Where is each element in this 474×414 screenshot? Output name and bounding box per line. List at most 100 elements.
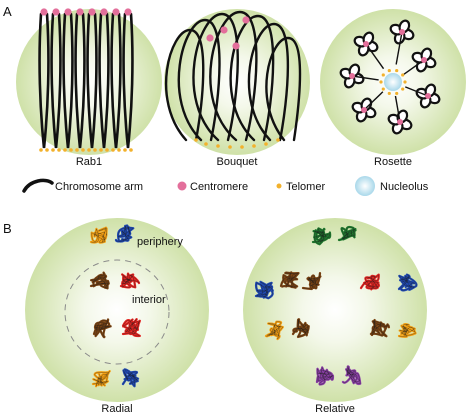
relative-nucleus <box>243 218 427 402</box>
centromere <box>363 41 369 47</box>
telomere <box>99 148 103 152</box>
orange-territory <box>264 320 284 341</box>
chromosome-stalk <box>394 95 401 123</box>
telomere <box>105 148 109 152</box>
chromatin-outline <box>280 272 300 288</box>
centromere <box>206 34 214 42</box>
chromatin-outline <box>292 319 309 338</box>
telomere <box>117 148 121 152</box>
telomere <box>39 148 43 152</box>
rosette-nucleus <box>320 9 466 155</box>
bouquet-label: Bouquet <box>217 156 258 168</box>
chromosome-arm <box>62 12 74 149</box>
rosette-chromosomes <box>339 19 441 135</box>
red-territory <box>119 272 141 289</box>
chromosome-arm <box>98 12 110 149</box>
chromosome-flower <box>389 19 415 65</box>
blue-territory <box>114 224 135 243</box>
chromosome-stalk <box>404 86 429 97</box>
chromatin-outline <box>92 370 110 387</box>
telomere <box>240 145 244 149</box>
radial-chromosomes <box>89 224 141 388</box>
chromosome-arm <box>177 18 221 142</box>
chromosome-stalk <box>351 75 379 81</box>
telomere <box>401 73 405 77</box>
nucleolus-icon <box>355 176 375 196</box>
chromatin-outline <box>122 369 139 387</box>
chromosome-flower <box>404 83 441 109</box>
legend-centromere: Centromere <box>190 181 248 193</box>
telomere <box>387 68 391 73</box>
telomere <box>395 91 399 96</box>
chromosome-arm <box>265 36 302 142</box>
rosette-label: Rosette <box>374 156 412 168</box>
red-territory <box>121 318 141 338</box>
chromatin-outline <box>115 225 134 242</box>
chromatin-outline <box>398 274 417 291</box>
telomere <box>57 148 61 152</box>
centromere <box>232 42 240 50</box>
centromere <box>88 8 96 16</box>
telomere <box>252 144 256 148</box>
purple-territory <box>341 365 362 386</box>
chromatin-outline <box>90 227 107 243</box>
brown-territory <box>92 318 112 339</box>
orange-territory <box>397 322 417 338</box>
telomere <box>69 148 73 152</box>
telomere <box>204 142 208 146</box>
centromere <box>425 93 431 99</box>
rab1-chromosomes <box>38 8 134 152</box>
telomere-icon <box>276 183 282 189</box>
centromere <box>112 8 120 16</box>
centromere <box>421 57 427 63</box>
telomere <box>87 148 91 152</box>
telomere <box>111 148 115 152</box>
telomere <box>129 148 133 152</box>
chromatin-outline <box>122 319 141 337</box>
chromatin-outline <box>265 321 284 340</box>
brown-territory <box>301 271 322 291</box>
chromosome-arm <box>50 12 62 149</box>
chromosome-stalk <box>365 43 385 70</box>
chromatin-outline <box>338 226 356 241</box>
chromosome-flower <box>387 95 413 135</box>
purple-territory <box>315 366 335 386</box>
brown-territory <box>291 318 310 339</box>
chromatin-outline <box>255 281 273 299</box>
brown-territory <box>89 271 110 290</box>
telomere <box>194 138 198 142</box>
centromere <box>399 29 405 35</box>
telomere <box>216 144 220 148</box>
radial-label: Radial <box>101 403 132 414</box>
chromatin-outline <box>93 319 111 338</box>
chromosome-stalk <box>363 91 384 111</box>
chromosome-flower <box>353 31 385 70</box>
chromatin-outline <box>360 274 380 290</box>
centromere-icon <box>177 181 187 191</box>
telomere <box>381 73 385 77</box>
blue-territory <box>397 273 418 292</box>
telomere <box>228 145 232 149</box>
centromere <box>76 8 84 16</box>
nucleolus <box>384 73 402 91</box>
chromatin-outline <box>90 272 110 289</box>
chromosome-flower <box>339 63 379 89</box>
centromere <box>242 16 250 24</box>
centromere <box>40 8 48 16</box>
telomere <box>63 148 67 152</box>
orange-territory <box>91 370 111 388</box>
bouquet-chromosomes <box>164 10 302 149</box>
telomere <box>381 87 385 91</box>
centromere <box>52 8 60 16</box>
telomere <box>123 148 127 152</box>
centromere <box>64 8 72 16</box>
telomere <box>395 68 399 73</box>
chromosome-arm <box>86 12 98 149</box>
chromosome-arm <box>38 12 50 149</box>
legend-chromosome-arm: Chromosome arm <box>55 181 143 193</box>
chromosome-arm <box>229 14 275 142</box>
chromosome-flower <box>403 47 437 75</box>
green-territory <box>311 227 332 246</box>
blue-territory <box>121 368 140 388</box>
